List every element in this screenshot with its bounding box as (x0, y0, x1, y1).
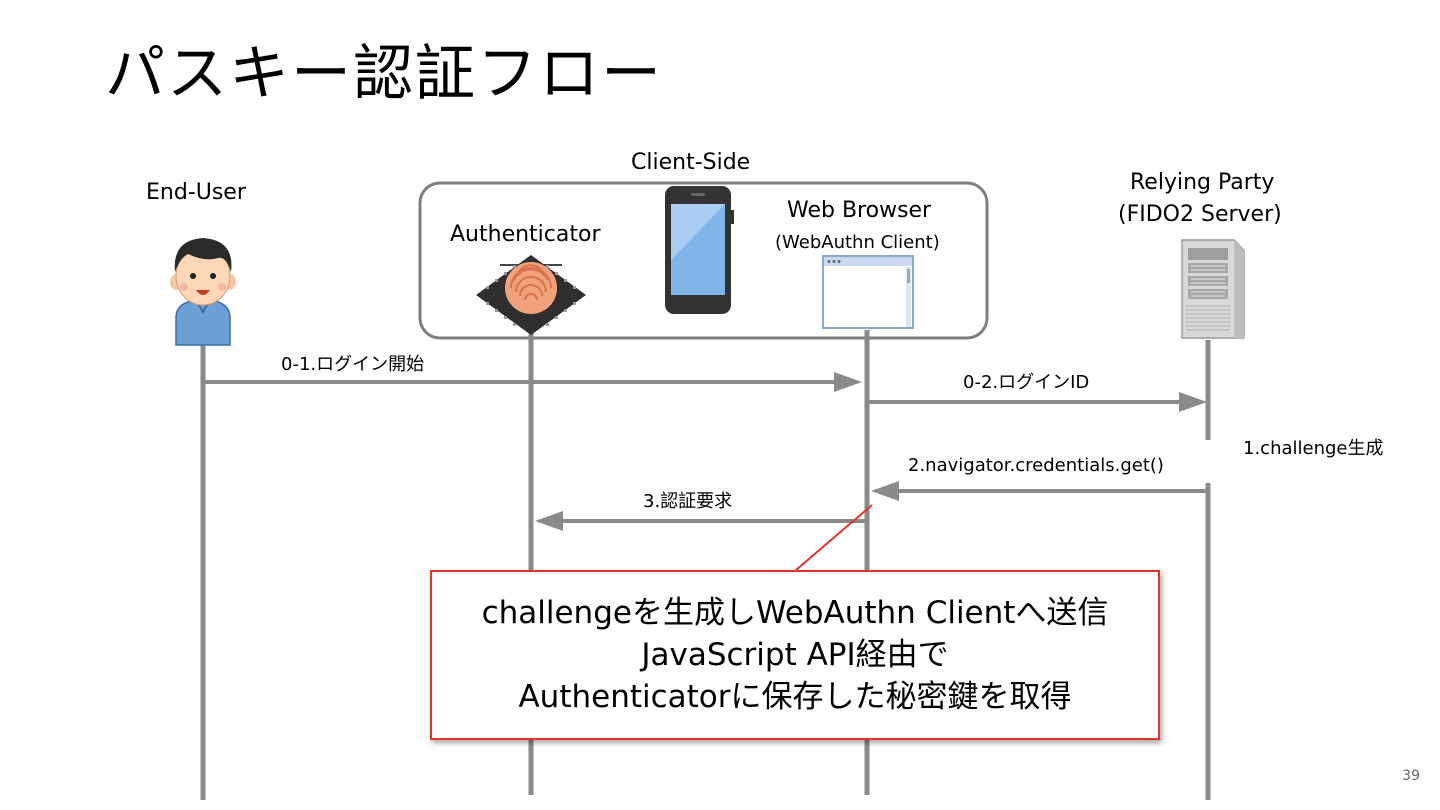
callout-line-3: Authenticatorに保存した秘密鍵を取得 (518, 679, 1072, 715)
message-auth-request: 3.認証要求 (643, 491, 733, 512)
message-challenge-generate: 1.challenge生成 (1243, 438, 1384, 459)
server-tower-icon (1181, 239, 1245, 339)
message-login-start: 0-1.ログイン開始 (281, 354, 425, 375)
web-browser-sublabel: (WebAuthn Client) (775, 232, 940, 253)
user-avatar-icon (170, 238, 236, 346)
arrow-credentials-get (871, 481, 1208, 501)
arrow-auth-request (535, 511, 867, 531)
message-credentials-get: 2.navigator.credentials.get() (908, 455, 1164, 476)
message-login-id: 0-2.ログインID (963, 372, 1090, 393)
relying-party-sublabel: (FIDO2 Server) (1118, 202, 1282, 227)
callout-line-1: challengeを生成しWebAuthn Clientへ送信 (481, 595, 1109, 631)
callout-pointer (795, 504, 873, 571)
authenticator-label: Authenticator (450, 222, 601, 247)
callout-line-2: JavaScript API経由で (641, 637, 949, 673)
fingerprint-chip-icon (476, 255, 586, 335)
arrow-login-start (203, 372, 862, 392)
client-side-label: Client-Side (631, 150, 751, 175)
smartphone-icon (665, 186, 734, 314)
callout-box: challengeを生成しWebAuthn Clientへ送信 JavaScri… (430, 570, 1160, 740)
browser-window-icon (822, 255, 914, 329)
arrow-login-id (867, 392, 1207, 412)
relying-party-label: Relying Party (1130, 170, 1275, 195)
client-side-group (418, 181, 989, 340)
end-user-label: End-User (146, 180, 246, 205)
web-browser-label: Web Browser (787, 198, 932, 223)
page-number: 39 (1402, 768, 1420, 784)
page-title: パスキー認証フロー (105, 39, 663, 109)
